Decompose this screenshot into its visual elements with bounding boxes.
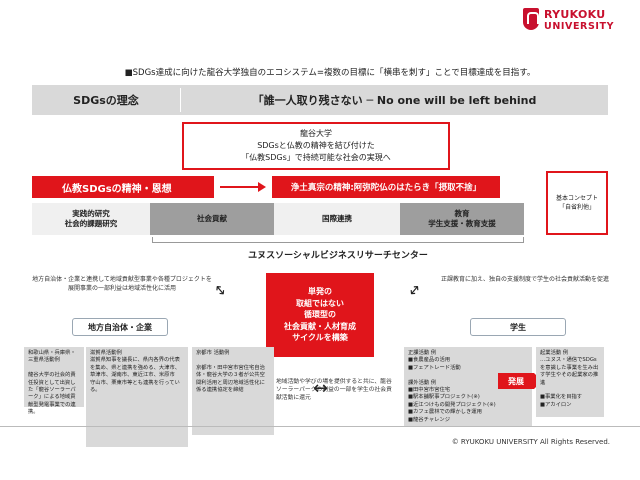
copyright: © RYUKOKU UNIVERSITY All Rights Reserved…	[451, 438, 610, 446]
core-line-5: サイクルを構築	[292, 333, 348, 343]
concept-title: 基本コンセプト	[555, 195, 598, 202]
logo-text-university: UNIVERSITY	[544, 21, 615, 32]
logo-text-ryukoku: RYUKOKU	[544, 8, 606, 21]
core-line-1: 単発の	[308, 287, 332, 297]
sdgs-bar	[32, 85, 608, 115]
mid-note: 地域活動や学びの場を提供すると共に、龍谷ソーラーパークの利益の一部を学生の社会貢…	[276, 379, 392, 402]
vision-box: 龍谷大学 SDGsと仏教の精神を結び付けた 「仏教SDGs」で持続可能な社会の実…	[182, 122, 450, 170]
buddhism-spirit-label: 仏教SDGsの精神・恩想	[32, 176, 214, 198]
vision-line-1: 龍谷大学	[300, 129, 332, 138]
pillar-education: 教育 学生支援・教育支援	[400, 203, 524, 235]
right-note: 正課教育に加え、独自の支援制度で学生の社会貢献活動を促進	[440, 276, 609, 283]
pillar-education-line-2: 学生支援・教育支援	[428, 219, 496, 228]
pillar-international-label: 国際連携	[322, 214, 352, 223]
right-arrow-head-icon	[258, 182, 266, 192]
right-arrow-icon	[220, 186, 260, 188]
pillar-education-line-1: 教育	[454, 209, 470, 218]
pillar-research-line-2: 社会的課題研究	[64, 219, 118, 228]
jodo-spirit-label: 浄土真宗の精神:阿弥陀仏のはたらき「摂取不捨」	[272, 176, 500, 198]
core-line-2: 取組ではない	[296, 298, 344, 308]
sdgs-label: SDGsの理念	[73, 94, 139, 107]
double-arrow-left-icon: ↕	[211, 281, 231, 301]
card-startup: 起業活動 例 …ユヌス・通信でSDGsを意識した事業を生み出す学生やその起業家の…	[536, 347, 604, 417]
core-line-3: 循環型の	[304, 310, 336, 320]
group-students: 学生	[470, 318, 566, 336]
core-line-4: 社会貢献・人材育成	[284, 321, 356, 331]
left-note: 地方自治体・企業と連携して地域貢献型事業や各種プロジェクトを展開事業の一部利益は…	[32, 276, 212, 292]
pillar-international: 国際連携	[274, 203, 400, 235]
concept-box: 基本コンセプト 「自省利他」	[546, 171, 608, 235]
pillar-social-contribution-label: 社会貢献	[197, 214, 227, 223]
research-center-title: ユヌスソーシャルビジネスリサーチセンター	[248, 251, 428, 261]
pillar-research-line-1: 実践的研究	[72, 209, 110, 218]
card-kyoto: 京都市 活動例 京都市・田中宮市宮住宅自治体・龍谷大学の３者が公共空間利活用と周…	[192, 347, 274, 435]
card-shiga: 滋賀県活動例 滋賀県知事を議長に、県内各界の代表を集め、県と連携を強める、大津市…	[86, 347, 188, 447]
double-arrow-horizontal-icon: ↔	[313, 378, 329, 399]
logo-shield-icon	[523, 8, 539, 30]
double-arrow-right-icon: ↕	[404, 281, 424, 301]
develop-arrow: 発展	[498, 373, 542, 389]
card-student-activities: 正課活動 例 ■食農産品の活用 ■フェアトレード活動 課外活動 例 ■田中宮市宮…	[404, 347, 532, 427]
concept-value: 「自省利他」	[558, 204, 595, 211]
headline: ■SDGs達成に向けた龍谷大学独自のエコシステム=複数の目標に「横串を刺す」こと…	[124, 68, 536, 78]
vision-line-3: 「仏教SDGs」で持続可能な社会の実現へ	[241, 153, 391, 162]
core-cycle-box: 単発の 取組ではない 循環型の 社会貢献・人材育成 サイクルを構築	[266, 273, 374, 357]
group-local-govt: 地方自治体・企業	[72, 318, 168, 336]
pillars-bracket	[152, 237, 524, 243]
pillar-social-contribution: 社会貢献	[150, 203, 274, 235]
sdgs-divider	[180, 88, 181, 112]
card-wakayama: 和歌山県・兵庫県・三重県活動例 龍谷大学の社会的責任投資として出資した「龍谷ソー…	[24, 347, 84, 415]
pillar-research: 実践的研究 社会的課題研究	[32, 203, 150, 235]
sdgs-motto: 「誰一人取り残さない ─ No one will be left behind	[252, 94, 537, 107]
footer-divider	[0, 426, 640, 427]
vision-line-2: SDGsと仏教の精神を結び付けた	[257, 141, 375, 150]
